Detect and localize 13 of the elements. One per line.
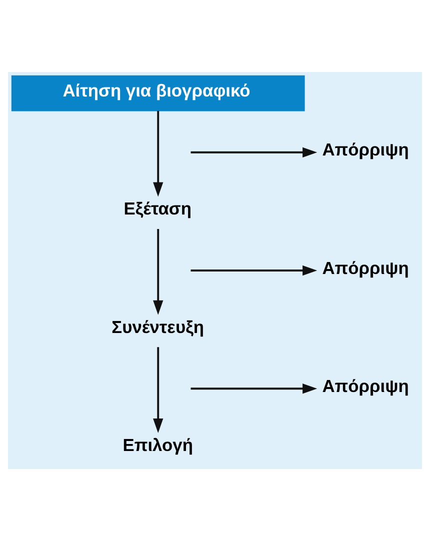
arrow xyxy=(153,346,164,433)
node-text: Επιλογή xyxy=(122,434,193,454)
arrow xyxy=(153,228,164,314)
arrow xyxy=(153,110,164,196)
node-box: Αίτηση για βιογραφικό xyxy=(11,74,305,111)
arrow xyxy=(190,146,318,157)
node-text: Εξέταση xyxy=(124,198,192,218)
node-text: Απόρριψη xyxy=(322,257,409,278)
arrow xyxy=(190,383,318,394)
node-text: Συνέντευξη xyxy=(112,316,204,336)
node-text: Απόρριψη xyxy=(322,139,409,160)
arrow xyxy=(190,264,318,276)
node-text: Απόρριψη xyxy=(322,375,409,396)
